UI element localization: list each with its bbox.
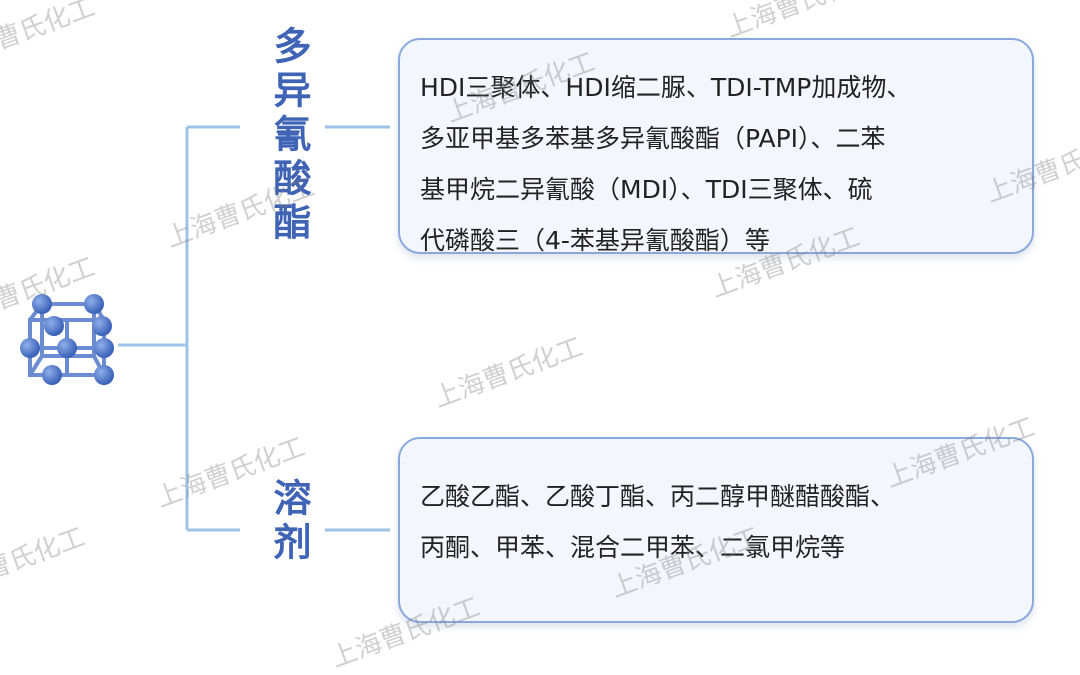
branch-heading-isocyanate: 多异氰酸酯: [267, 26, 311, 246]
content-box-solvent: 乙酸乙酯、乙酸丁酯、丙二醇甲醚醋酸酯、 丙酮、甲苯、混合二甲苯、二氯甲烷等: [398, 437, 1034, 623]
content-line: 多亚甲基多苯基多异氰酸酯（PAPI）、二苯: [420, 124, 886, 153]
connector-lines: [118, 125, 390, 532]
content-box-isocyanate: HDI三聚体、HDI缩二脲、TDI-TMP加成物、 多亚甲基多苯基多异氰酸酯（P…: [398, 38, 1034, 255]
content-line: 乙酸乙酯、乙酸丁酯、丙二醇甲醚醋酸酯、: [420, 482, 896, 511]
branch-heading-solvent: 溶剂: [267, 478, 311, 566]
content-line: 基甲烷二异氰酸（MDI）、TDI三聚体、硫: [420, 175, 873, 204]
content-line: 代磷酸三（4-苯基异氰酸酯）等: [420, 226, 770, 255]
molecule-lattice-icon: [20, 294, 114, 385]
content-line: HDI三聚体、HDI缩二脲、TDI-TMP加成物、: [420, 73, 912, 102]
content-line: 丙酮、甲苯、混合二甲苯、二氯甲烷等: [420, 533, 846, 562]
